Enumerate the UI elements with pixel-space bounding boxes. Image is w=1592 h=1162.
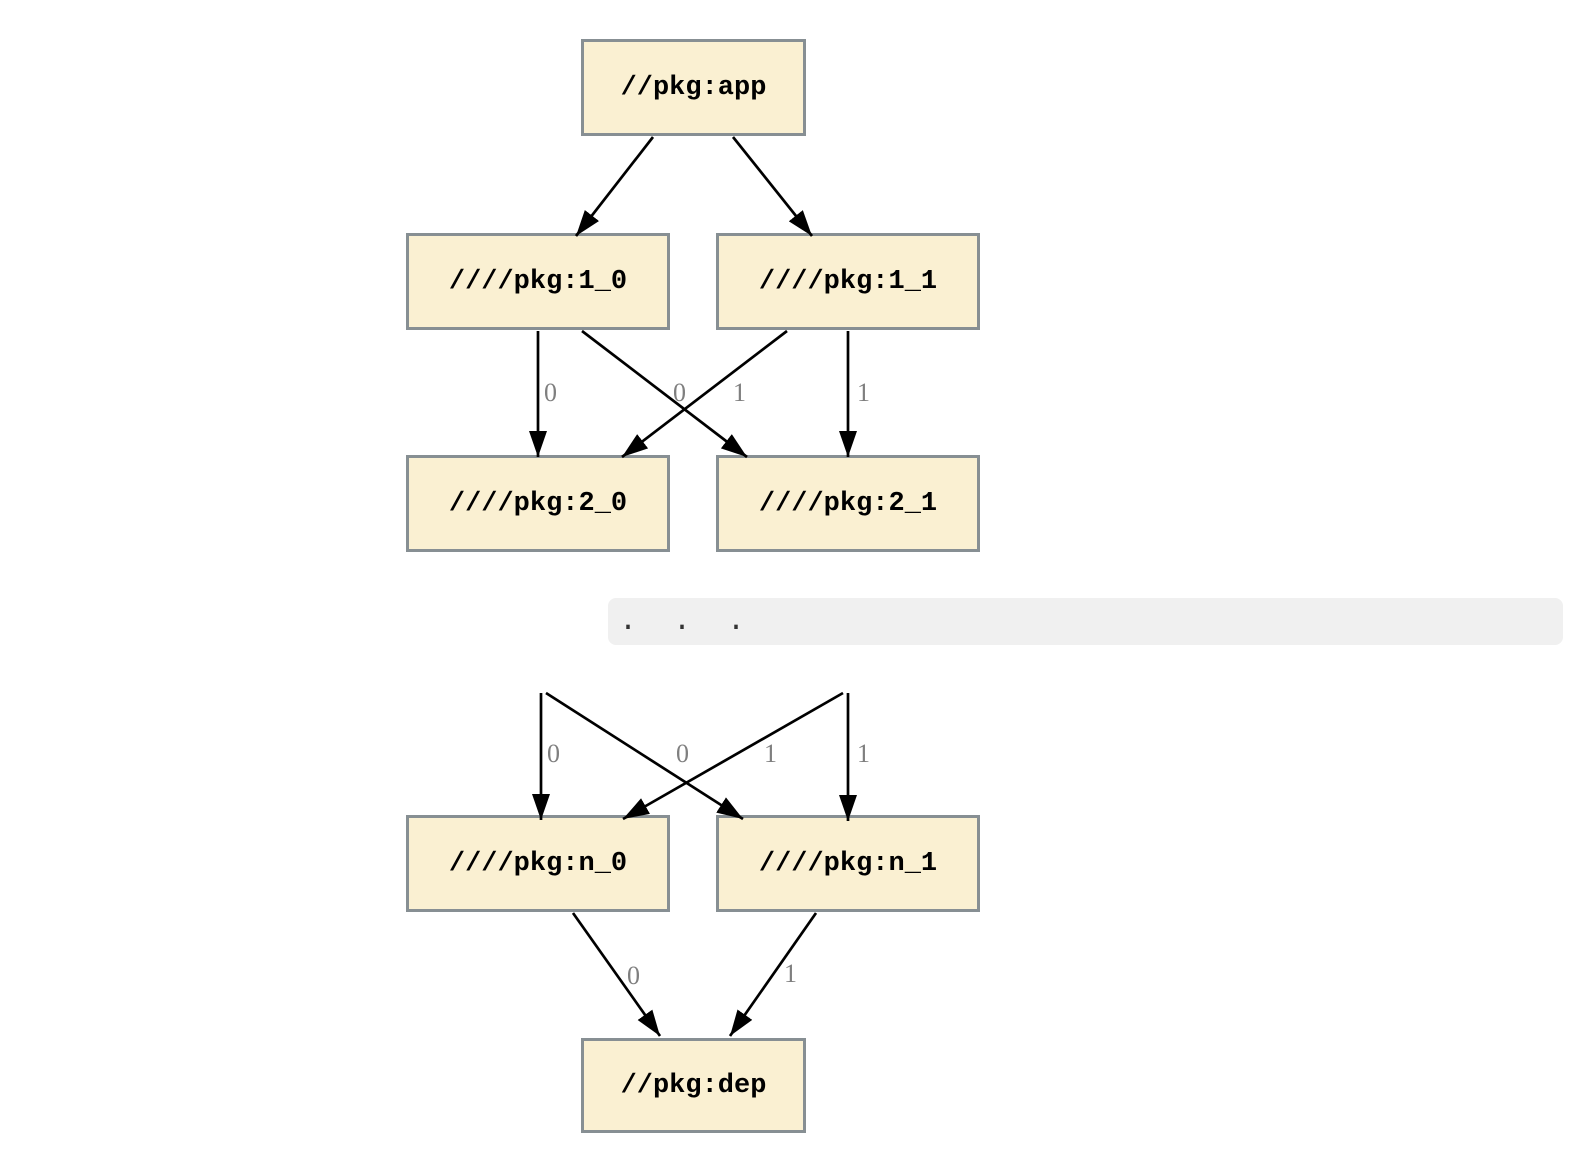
edge-1_0-to-2_1 (581, 329, 748, 459)
ellipsis-text: . . . (619, 604, 746, 639)
graph-node-app: //pkg:app (581, 39, 806, 136)
graph-node-n_0: ////pkg:n_0 (406, 815, 670, 912)
graph-node-2_1: ////pkg:2_1 (716, 455, 980, 552)
graph-node-2_0: ////pkg:2_0 (406, 455, 670, 552)
edge-label-1_0-to-2_1: 1 (733, 378, 746, 407)
edge-label-ellipsis-to-n_0: 0 (676, 739, 689, 768)
edge-label-1_0-to-2_0: 0 (544, 378, 557, 407)
graph-node-1_1: ////pkg:1_1 (716, 233, 980, 330)
edge-label-1_1-to-2_0: 0 (673, 378, 686, 407)
code-separator: . . . (608, 598, 1563, 645)
edge-1_1-to-2_0 (621, 329, 788, 459)
edge-app-to-1_1 (731, 136, 814, 237)
edge-label-n_1-to-dep: 1 (784, 959, 797, 988)
edge-label-1_1-to-2_1: 1 (857, 378, 870, 407)
edge-label-ellipsis-to-n_1: 1 (857, 739, 870, 768)
graph-node-n_1: ////pkg:n_1 (716, 815, 980, 912)
graph-node-dep: //pkg:dep (581, 1038, 806, 1133)
edge-label-n_0-to-dep: 0 (627, 961, 640, 990)
edge-ellipsis-to-n_1 (545, 691, 744, 821)
edge-ellipsis-to-n_0 (622, 691, 844, 821)
edge-label-ellipsis-to-n_0: 0 (547, 739, 560, 768)
edge-app-to-1_0 (574, 136, 655, 237)
edge-n_0-to-dep (571, 912, 662, 1037)
edge-n_1-to-dep (728, 912, 818, 1037)
edge-label-ellipsis-to-n_1: 1 (764, 739, 777, 768)
graph-node-1_0: ////pkg:1_0 (406, 233, 670, 330)
